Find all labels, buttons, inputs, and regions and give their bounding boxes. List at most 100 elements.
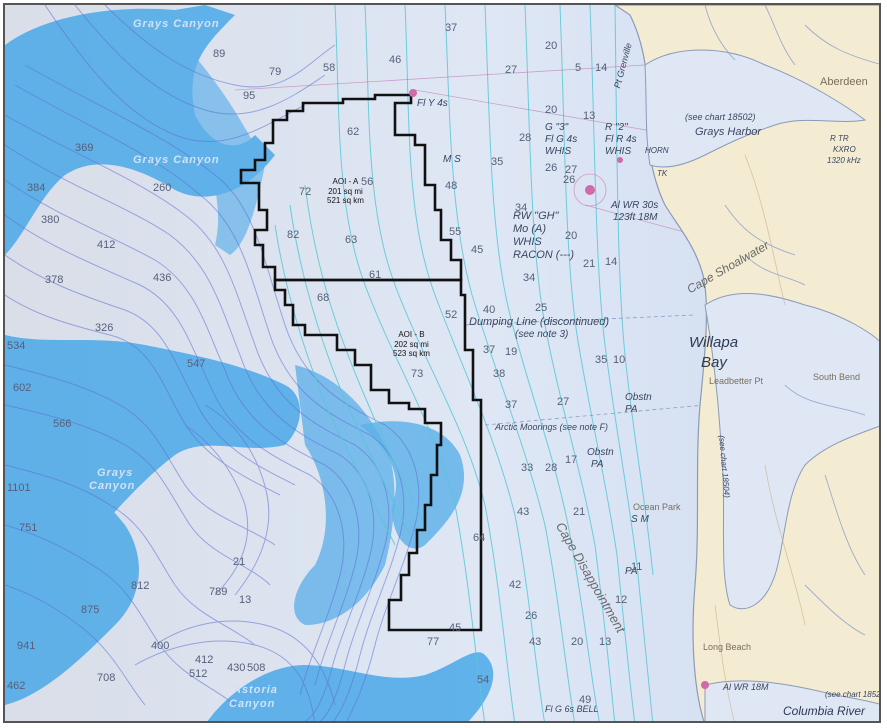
sounding-label: 5 bbox=[575, 62, 582, 74]
place-grays-harbor: Grays Harbor bbox=[695, 126, 762, 138]
roads bbox=[714, 154, 806, 721]
sounding-label: 462 bbox=[7, 680, 26, 692]
depth-contours bbox=[5, 5, 420, 721]
note-fl-bell: Fl G 6s BELL bbox=[545, 704, 599, 714]
sounding-label: 49 bbox=[579, 694, 592, 706]
sounding-label: 79 bbox=[269, 66, 282, 78]
bays bbox=[644, 49, 879, 721]
note-sm: S M bbox=[631, 514, 649, 525]
sounding-label: 13 bbox=[583, 110, 596, 122]
sounding-label: 412 bbox=[97, 239, 116, 251]
canyon-label-astoria-1: Astoria bbox=[233, 684, 278, 696]
sounding-label: 941 bbox=[17, 640, 36, 652]
sounding-label: 27 bbox=[505, 64, 518, 76]
aoi-a-sq-mi: 201 sq mi bbox=[328, 186, 363, 196]
sounding-label: 12 bbox=[615, 594, 628, 606]
aoi-b-name: AOI - B bbox=[398, 330, 425, 339]
buoy-marker-4 bbox=[701, 681, 709, 689]
nautical-chart-map[interactable]: Grays Canyon Grays Canyon Grays Canyon A… bbox=[3, 3, 881, 723]
note-al-wr-2: 123ft 18M bbox=[613, 212, 658, 223]
sounding-label: 61 bbox=[369, 269, 382, 281]
sounding-label: 789 bbox=[209, 586, 228, 598]
sounding-label: 326 bbox=[95, 322, 114, 334]
chart-canvas[interactable] bbox=[5, 5, 881, 723]
note-obstn-2: Obstn bbox=[587, 447, 614, 458]
sounding-label: 72 bbox=[299, 186, 312, 198]
sounding-label: 77 bbox=[427, 636, 440, 648]
sounding-label: 95 bbox=[243, 90, 256, 102]
sounding-label: 508 bbox=[247, 662, 266, 674]
aoi-b-sq-mi: 202 sq mi bbox=[394, 339, 429, 349]
sounding-label: 37 bbox=[445, 22, 458, 34]
aoi-a-name: AOI - A bbox=[332, 177, 359, 186]
note-rw-gh: RW "GH" bbox=[513, 210, 559, 222]
sounding-label: 369 bbox=[75, 142, 94, 154]
sounding-label: 89 bbox=[213, 48, 226, 60]
note-whis: WHIS bbox=[545, 146, 572, 157]
sounding-label: 751 bbox=[19, 522, 38, 534]
sounding-label: 13 bbox=[239, 594, 252, 606]
canyon-grays-low bbox=[5, 435, 139, 705]
sounding-label: 547 bbox=[187, 358, 206, 370]
sounding-label: 33 bbox=[521, 462, 534, 474]
buoy-marker-2 bbox=[585, 185, 595, 195]
dashed-lines bbox=[464, 314, 706, 426]
note-al-wr-18: Al WR 18M bbox=[723, 682, 769, 692]
note-rtr: R TR bbox=[830, 134, 849, 143]
sounding-label: 25 bbox=[535, 302, 548, 314]
sounding-label: 875 bbox=[81, 604, 100, 616]
note-see-note: (see note 3) bbox=[515, 329, 569, 340]
sounding-label: 602 bbox=[13, 382, 32, 394]
note-fl-y: Fl Y 4s bbox=[417, 98, 448, 109]
note-ms: M S bbox=[443, 154, 461, 165]
sounding-label: 21 bbox=[233, 556, 246, 568]
sounding-label: 14 bbox=[595, 62, 608, 74]
nav-markers bbox=[409, 89, 709, 689]
sounding-label: 28 bbox=[519, 132, 532, 144]
sounding-label: 58 bbox=[323, 62, 336, 74]
sounding-label: 21 bbox=[583, 258, 596, 270]
sounding-label: 20 bbox=[545, 40, 558, 52]
sounding-label: 708 bbox=[97, 672, 116, 684]
navigation-lines bbox=[234, 64, 696, 236]
sounding-label: 45 bbox=[471, 244, 484, 256]
sounding-label: 35 bbox=[491, 156, 504, 168]
sounding-label: 34 bbox=[523, 272, 536, 284]
sounding-label: 19 bbox=[505, 346, 518, 358]
buoy-marker-3 bbox=[617, 157, 623, 163]
aoi-a-outline bbox=[239, 93, 463, 282]
sounding-label: 37 bbox=[483, 344, 496, 356]
sounding-label: 566 bbox=[53, 418, 72, 430]
sounding-label: 35 bbox=[595, 354, 608, 366]
sounding-label: 27 bbox=[565, 164, 578, 176]
place-long-beach: Long Beach bbox=[703, 642, 752, 652]
note-tk: TK bbox=[657, 169, 668, 178]
note-g3: G "3" bbox=[545, 122, 569, 133]
sounding-label: 40 bbox=[483, 304, 496, 316]
sounding-label: 21 bbox=[573, 506, 586, 518]
sounding-label: 20 bbox=[545, 104, 558, 116]
sounding-label: 10 bbox=[613, 354, 626, 366]
aoi-boundary bbox=[239, 93, 483, 632]
sounding-label: 68 bbox=[317, 292, 330, 304]
sounding-label: 20 bbox=[565, 230, 578, 242]
sounding-label: 82 bbox=[287, 229, 300, 241]
place-aberdeen: Aberdeen bbox=[820, 76, 868, 88]
aoi-a-label[interactable]: AOI - A 201 sq mi 521 sq km bbox=[327, 177, 364, 206]
sounding-label: 384 bbox=[27, 182, 46, 194]
canyon-label-astoria-2: Canyon bbox=[229, 698, 276, 710]
sounding-label: 13 bbox=[599, 636, 612, 648]
place-leadbetter: Leadbetter Pt bbox=[709, 376, 764, 386]
sounding-label: 812 bbox=[131, 580, 150, 592]
place-grays-harbor-chart: (see chart 18502) bbox=[685, 112, 756, 122]
sounding-label: 26 bbox=[563, 174, 576, 186]
sounding-label: 62 bbox=[347, 126, 360, 138]
sounding-label: 37 bbox=[505, 399, 518, 411]
aoi-a-sq-km: 521 sq km bbox=[327, 196, 364, 206]
aoi-b-label[interactable]: AOI - B 202 sq mi 523 sq km bbox=[393, 330, 430, 359]
place-south-bend: South Bend bbox=[813, 372, 861, 382]
note-pa-1: PA bbox=[625, 404, 638, 415]
place-columbia-chart: (see chart 18521) bbox=[825, 690, 881, 699]
place-willapa: Willapa bbox=[689, 334, 739, 351]
sounding-label: 52 bbox=[445, 309, 458, 321]
